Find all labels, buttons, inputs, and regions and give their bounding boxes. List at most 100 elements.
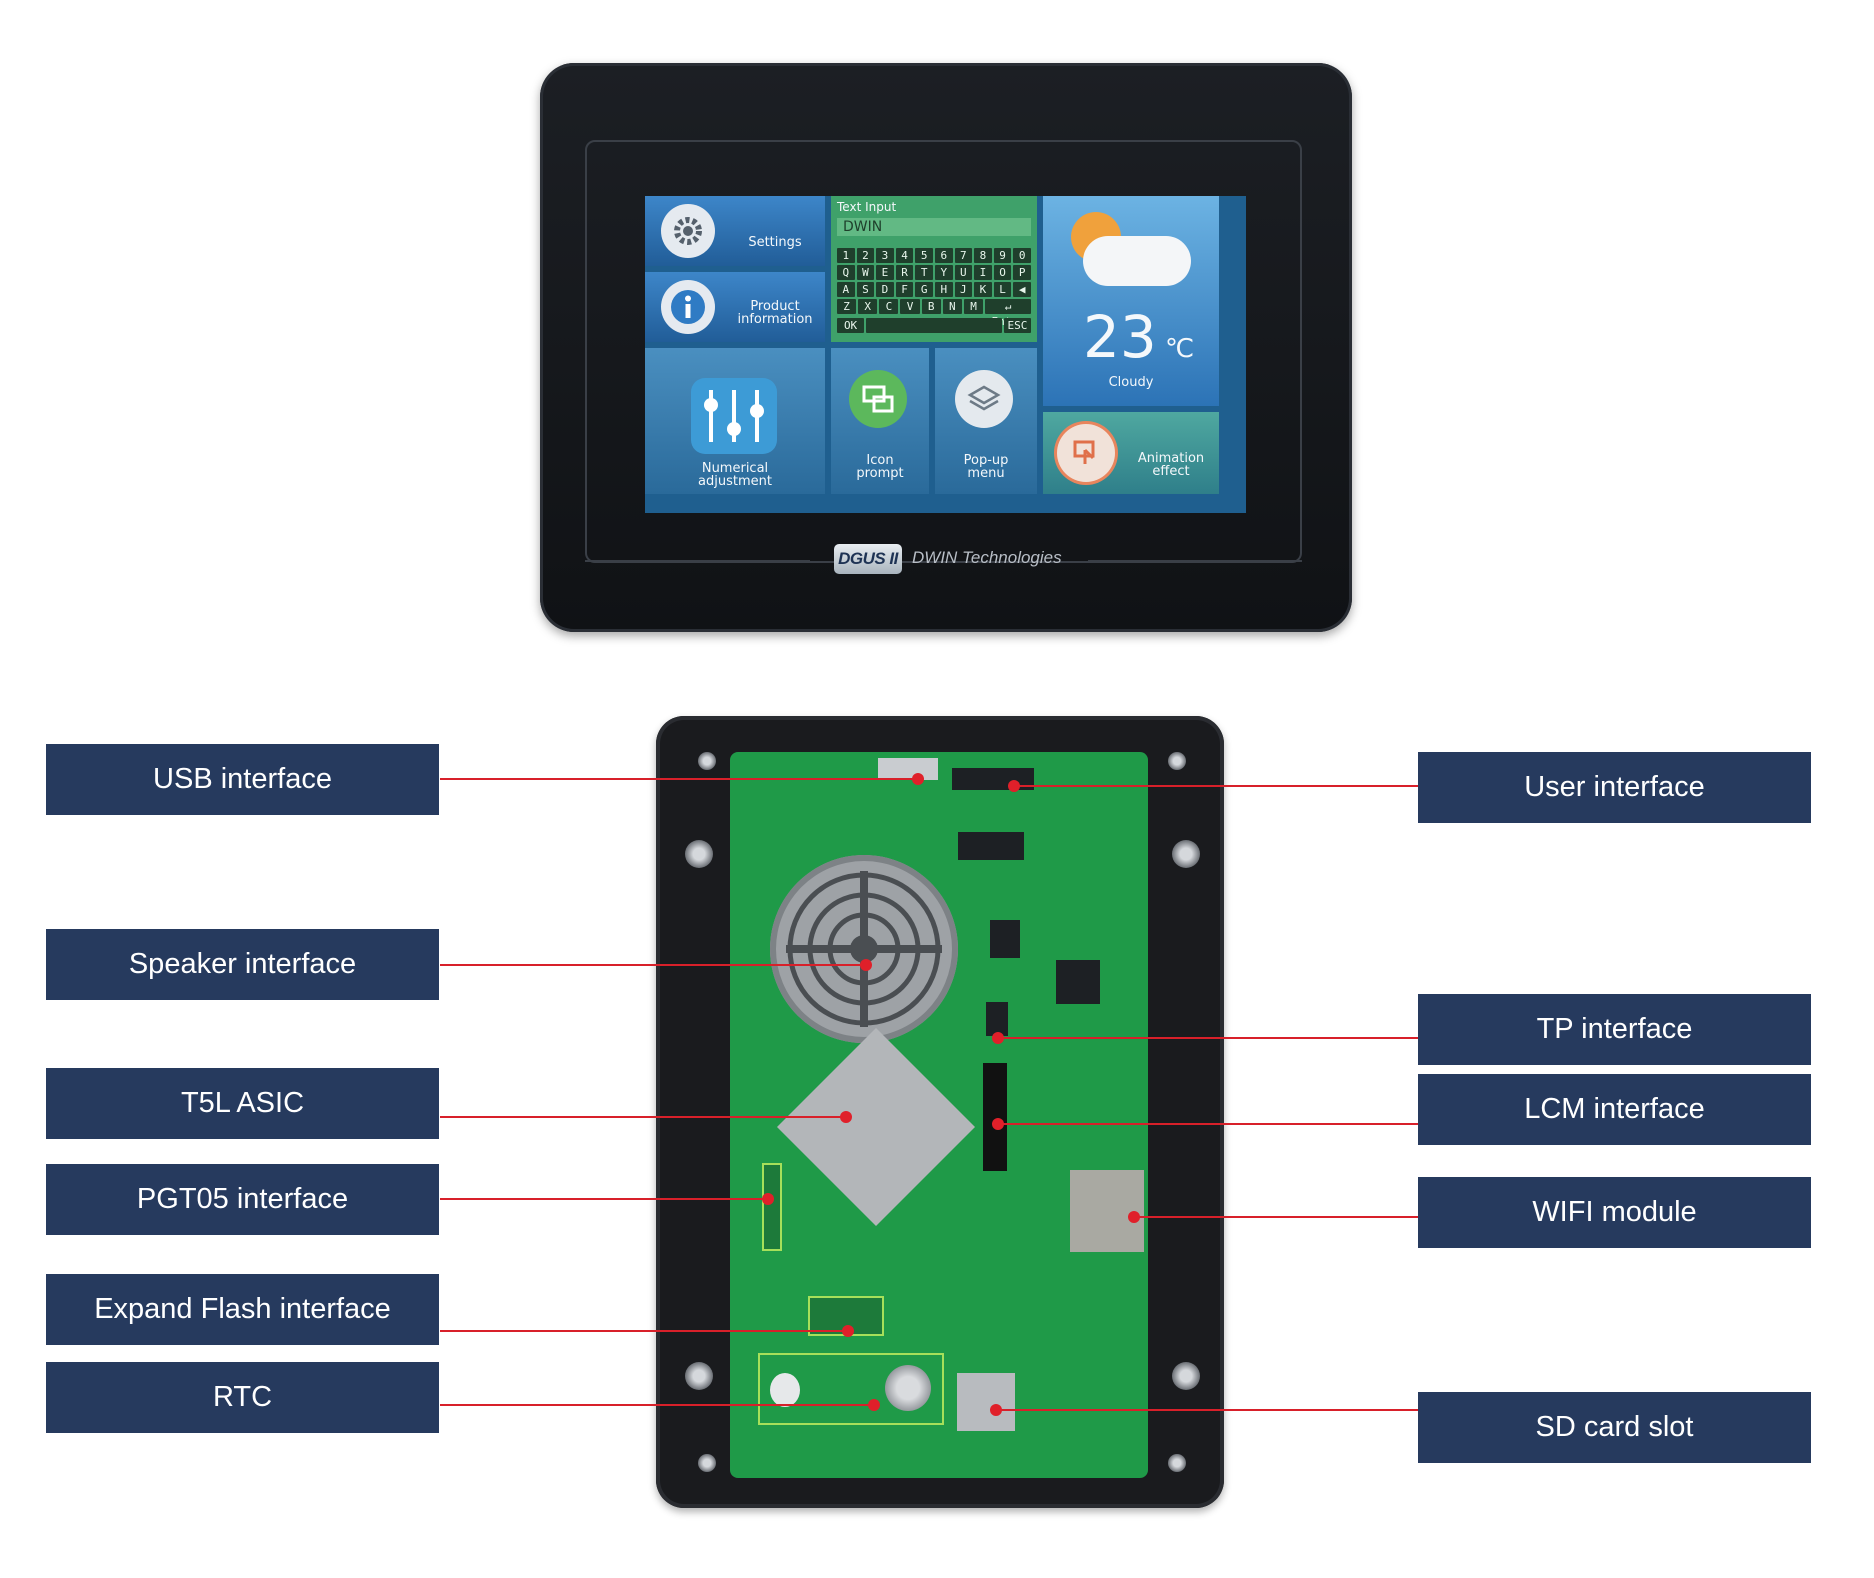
sliders-icon — [691, 378, 777, 454]
key[interactable]: C — [879, 299, 899, 314]
screw-bottom-right — [1168, 1454, 1186, 1472]
cloud-icon — [1083, 236, 1191, 286]
key[interactable]: G — [915, 282, 933, 297]
screw-top-right — [1168, 752, 1186, 770]
weather-unit: ℃ — [1165, 334, 1195, 364]
tile-popup-menu[interactable]: Pop-up menu — [935, 348, 1037, 494]
key[interactable]: R — [895, 265, 914, 280]
front-divider-left — [585, 560, 810, 562]
key[interactable]: P — [1013, 265, 1031, 280]
key[interactable]: Z — [837, 299, 857, 314]
tile-weather[interactable]: 23 ℃ Cloudy — [1043, 196, 1219, 406]
dot-wifi — [1128, 1211, 1140, 1223]
lcm-fpc-connector — [983, 1063, 1007, 1171]
mount-top-left — [685, 840, 713, 868]
dot-user — [1008, 780, 1020, 792]
key[interactable]: J — [954, 282, 973, 297]
screw-bottom-left — [698, 1454, 716, 1472]
key[interactable]: I — [974, 265, 992, 280]
key[interactable]: 2 — [856, 248, 875, 263]
regulator-chips — [958, 832, 1024, 860]
dot-usb — [912, 773, 924, 785]
dot-sd — [990, 1404, 1002, 1416]
key[interactable]: N — [942, 299, 962, 314]
dot-asic — [840, 1111, 852, 1123]
key[interactable]: H — [934, 282, 953, 297]
tile-numerical-label: Numerical adjustment — [698, 461, 772, 489]
dot-rtc — [868, 1399, 880, 1411]
mount-bottom-left — [685, 1362, 713, 1390]
key[interactable]: 8 — [974, 248, 992, 263]
dot-lcm — [992, 1118, 1004, 1130]
pgt05-pads — [762, 1163, 782, 1251]
tp-connector — [986, 1002, 1008, 1036]
key-ok[interactable]: OK — [837, 318, 865, 333]
dot-flash — [842, 1325, 854, 1337]
text-input-field[interactable]: DWIN — [837, 218, 1031, 236]
key[interactable]: U — [954, 265, 973, 280]
layers-icon — [955, 370, 1013, 428]
key[interactable]: 4 — [895, 248, 914, 263]
key[interactable]: M — [963, 299, 984, 314]
sd-card-slot-socket — [957, 1373, 1015, 1431]
key[interactable]: K — [974, 282, 992, 297]
front-divider-right — [1088, 560, 1302, 562]
weather-temperature: 23 — [1083, 303, 1157, 371]
label-lcm-interface: LCM interface — [1418, 1074, 1811, 1145]
tile-numerical[interactable]: Numerical adjustment — [645, 348, 825, 494]
key[interactable]: ◀ — [1013, 282, 1031, 297]
key[interactable]: 5 — [915, 248, 933, 263]
key[interactable]: Q — [837, 265, 855, 280]
tile-animation-label: Animation effect — [1137, 451, 1205, 479]
key[interactable]: 3 — [876, 248, 894, 263]
label-wifi-module: WIFI module — [1418, 1177, 1811, 1248]
key[interactable]: T — [915, 265, 933, 280]
key[interactable]: X — [858, 299, 878, 314]
key[interactable]: V — [900, 299, 920, 314]
keyboard-row-5: OK ESC — [837, 318, 1031, 333]
rtc-battery — [885, 1365, 931, 1411]
key[interactable]: O — [993, 265, 1012, 280]
key[interactable]: 9 — [993, 248, 1012, 263]
tile-product-info-label: Product information — [737, 299, 813, 327]
label-expand-flash-interface: Expand Flash interface — [46, 1274, 439, 1345]
mount-bottom-right — [1172, 1362, 1200, 1390]
label-sd-card-slot: SD card slot — [1418, 1392, 1811, 1463]
key[interactable]: F — [895, 282, 914, 297]
label-pgt05-interface: PGT05 interface — [46, 1164, 439, 1235]
key[interactable]: 1 — [837, 248, 855, 263]
key[interactable]: D — [876, 282, 894, 297]
small-ic — [990, 920, 1020, 958]
key[interactable]: A — [837, 282, 855, 297]
tile-animation[interactable]: Animation effect — [1043, 412, 1219, 494]
tile-product-info[interactable]: Product information — [645, 272, 825, 342]
key[interactable]: Y — [934, 265, 953, 280]
key-space[interactable] — [866, 318, 1002, 333]
key[interactable]: B — [921, 299, 941, 314]
key[interactable]: E — [876, 265, 894, 280]
rtc-area-outline — [758, 1353, 944, 1425]
touch-icon — [1057, 424, 1115, 482]
tile-settings[interactable]: Settings — [645, 196, 825, 266]
key-esc[interactable]: ESC — [1003, 318, 1031, 333]
tile-icon-prompt[interactable]: Icon prompt — [831, 348, 929, 494]
key[interactable]: W — [856, 265, 875, 280]
key[interactable]: 0 — [1013, 248, 1031, 263]
dot-speaker — [860, 959, 872, 971]
dwin-company-name: DWIN Technologies — [912, 548, 1062, 567]
dot-tp — [992, 1032, 1004, 1044]
key[interactable]: 6 — [934, 248, 953, 263]
key[interactable]: 7 — [954, 248, 973, 263]
info-icon — [661, 280, 715, 334]
key[interactable]: S — [856, 282, 875, 297]
key[interactable]: L — [993, 282, 1012, 297]
tile-icon-prompt-label: Icon prompt — [856, 453, 904, 481]
label-speaker-interface: Speaker interface — [46, 929, 439, 1000]
label-user-interface: User interface — [1418, 752, 1811, 823]
dot-pgt05 — [762, 1193, 774, 1205]
